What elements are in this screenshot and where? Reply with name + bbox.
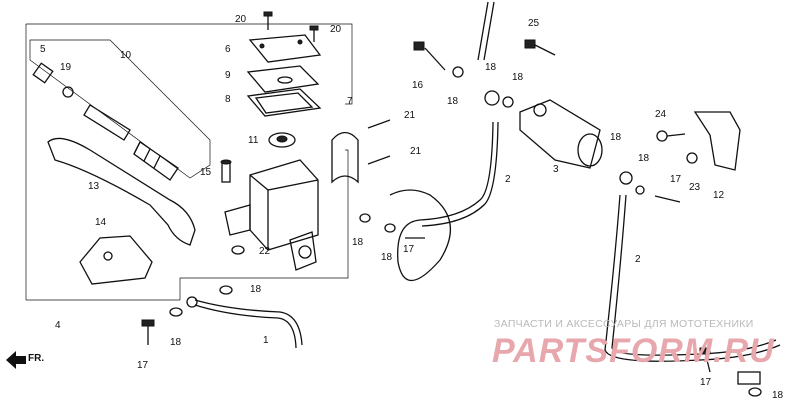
bracket-12 [693,111,741,171]
part-label-p20b: 20 [330,24,342,35]
bolt-17c [141,319,155,345]
part-label-p23: 23 [689,182,701,193]
valve-3 [519,99,603,169]
part-label-p2a: 2 [505,174,511,185]
part-label-p22: 22 [259,246,271,257]
part-label-p20a: 20 [235,14,247,25]
part-label-p18b: 18 [485,62,497,73]
part-label-p24: 24 [655,109,667,120]
assembly-frame [26,23,353,105]
screw-20b [309,25,319,42]
part-label-p18i: 18 [170,337,182,348]
part-label-p21b: 21 [410,146,422,157]
part-label-p12: 12 [713,190,725,201]
bolt-16 [413,41,446,71]
holder-7 [331,131,359,184]
part-label-p1: 1 [263,335,269,346]
bolt-24 [656,130,686,142]
master-cylinder-body [224,159,319,271]
part-label-p14: 14 [95,217,107,228]
watermark-tagline: ЗАПЧАСТИ И АКСЕССУАРЫ ДЛЯ МОТОТЕХНИКИ [494,318,754,330]
part-label-p8: 8 [225,94,231,105]
part-label-p2b: 2 [635,254,641,265]
part-label-p9: 9 [225,70,231,81]
part-label-p18f: 18 [352,237,364,248]
fitting-right [737,371,761,385]
part-label-p7: 7 [347,96,353,107]
upper-cable [477,1,495,61]
lever-13 [47,137,196,246]
part-label-p13: 13 [88,181,100,192]
bolt-21b [367,155,391,165]
front-direction-label: FR. [28,353,44,364]
part-label-p11: 11 [248,135,259,146]
part-label-p17a: 17 [670,174,682,185]
hose-2-center [389,66,514,282]
part-label-p6: 6 [225,44,231,55]
cap-22 [231,245,245,255]
washer-18h [219,285,233,295]
bolt-17d [699,347,711,373]
part-label-p5: 5 [40,44,46,55]
part-label-p18j: 18 [772,390,784,401]
bolt-25 [524,39,556,56]
bolt-17a [654,195,681,203]
bolt-15 [220,159,232,183]
nut-23 [686,152,698,164]
part-label-p17d: 17 [700,377,712,388]
watermark-logo: PARTSFORM.RU [492,332,775,370]
part-label-p21a: 21 [404,110,416,121]
part-label-p17b: 17 [403,244,415,255]
washer-18f [359,213,371,223]
part-label-p10: 10 [120,50,132,61]
bolt-21a [367,119,391,129]
washer-18j [748,387,762,397]
washer-18g [384,223,396,233]
hose-1 [186,296,303,349]
part-label-p19: 19 [60,62,72,73]
reservoir-cap [248,34,322,63]
cap-plate [246,65,320,93]
part-label-p15: 15 [200,167,212,178]
front-direction-arrow-icon: FR. [6,351,44,369]
part-label-p18e: 18 [638,153,650,164]
part-label-p17c: 17 [137,360,149,371]
piston-kit [32,62,179,181]
part-label-p18c: 18 [512,72,524,83]
part-label-p18h: 18 [250,284,262,295]
part-label-p4: 4 [55,320,61,331]
part-label-p16: 16 [412,80,424,91]
boot-11 [268,132,296,148]
part-label-p18d: 18 [610,132,622,143]
washer-18i [169,307,183,317]
hose-2-right [604,171,781,362]
part-label-p3: 3 [553,164,559,175]
bracket-14 [79,235,153,285]
piston-kit-frame [29,39,211,179]
screw-20a [263,11,273,30]
part-label-p18a: 18 [447,96,459,107]
part-label-p18g: 18 [381,252,393,263]
diaphragm [246,88,322,117]
part-label-p25: 25 [528,18,540,29]
